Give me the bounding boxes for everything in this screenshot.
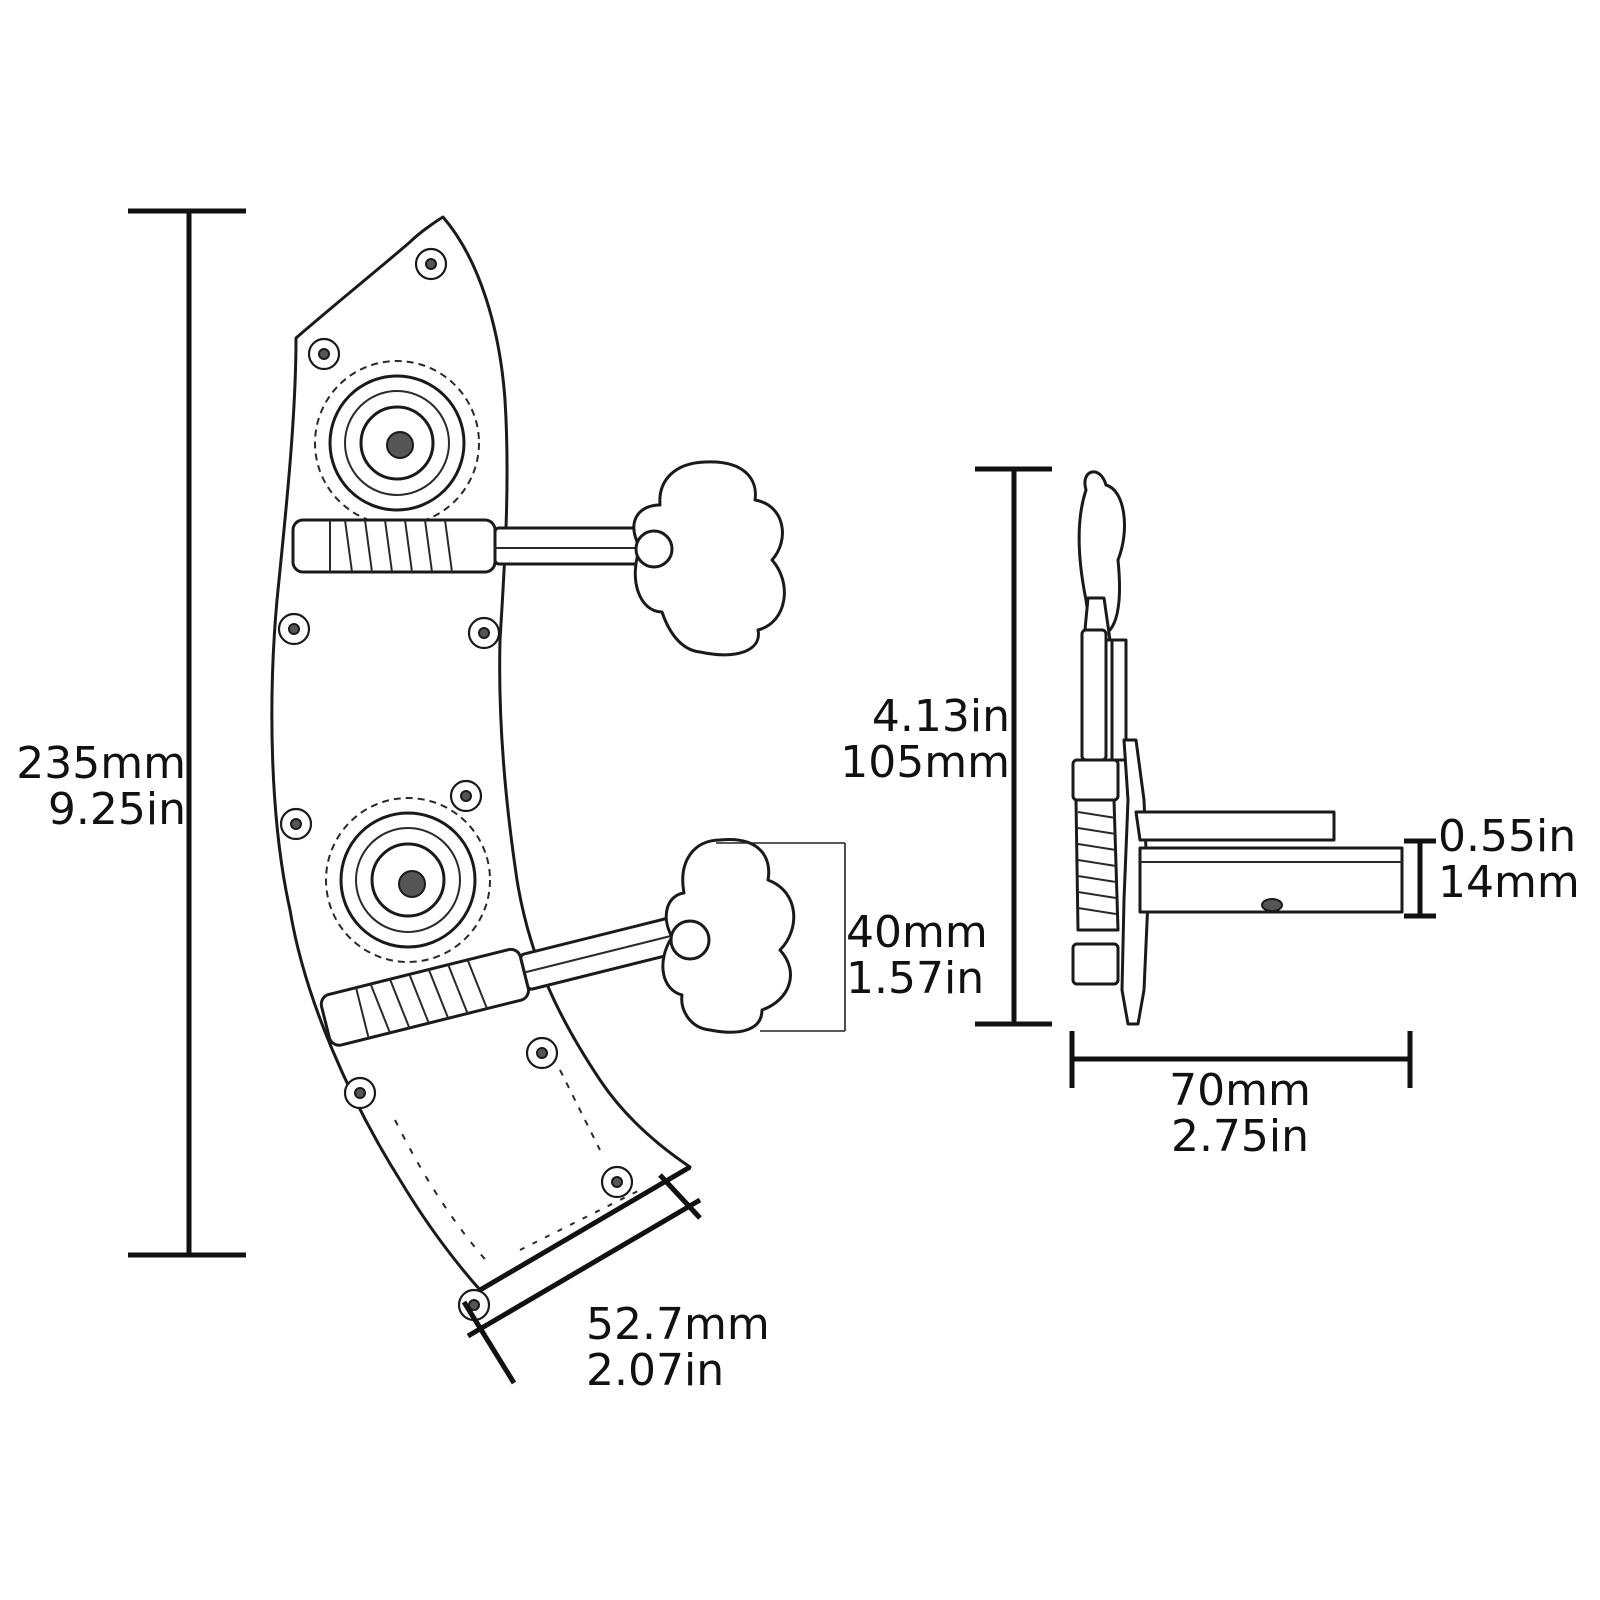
screw-icon	[414, 247, 448, 281]
side-height-label: 4.13in 105mm	[820, 694, 1010, 786]
post-width-label: 0.55in 14mm	[1438, 814, 1580, 906]
side-depth-label: 70mm 2.75in	[1140, 1068, 1340, 1160]
tuner-side-view	[975, 466, 1436, 1088]
height-total-mm: 235mm	[16, 738, 186, 789]
screw-icon	[525, 1036, 559, 1070]
post-width-mm: 14mm	[1438, 857, 1580, 908]
screw-icon	[467, 616, 501, 650]
height-dimension-lines	[128, 208, 246, 1258]
screw-icon	[277, 612, 311, 646]
bottom-width-dimension-lines	[461, 1164, 702, 1385]
screw-icon	[449, 779, 483, 813]
curved-plate	[270, 215, 692, 1292]
side-depth-in: 2.75in	[1170, 1111, 1310, 1162]
key-height-mm: 40mm	[846, 907, 988, 958]
screw-icon	[279, 807, 313, 841]
side-height-mm: 105mm	[840, 737, 1010, 788]
side-depth-mm: 70mm	[1169, 1065, 1311, 1116]
screw-icon	[600, 1165, 634, 1199]
side-post-upper	[1134, 810, 1336, 842]
height-total-label: 235mm 9.25in	[10, 741, 186, 833]
lower-worm-shaft	[319, 916, 680, 1047]
lower-tuning-key	[661, 838, 796, 1034]
bottom-width-label: 52.7mm 2.07in	[586, 1302, 770, 1394]
upper-worm-shaft	[291, 518, 647, 574]
bottom-width-in: 2.07in	[586, 1345, 725, 1396]
upper-gear	[314, 360, 480, 526]
side-height-in: 4.13in	[871, 691, 1010, 742]
post-width-in: 0.55in	[1438, 811, 1577, 862]
screw-icon	[307, 337, 341, 371]
height-total-in: 9.25in	[47, 784, 186, 835]
upper-tuning-key	[632, 460, 786, 657]
key-height-dimension-lines	[716, 842, 846, 1032]
bottom-width-mm: 52.7mm	[586, 1299, 770, 1350]
side-key	[1077, 470, 1126, 636]
lower-gear	[325, 797, 491, 963]
key-height-in: 1.57in	[846, 953, 985, 1004]
screw-icon	[343, 1076, 377, 1110]
tuner-plate-front-view	[270, 215, 846, 1385]
side-post-lower	[1138, 846, 1404, 914]
key-height-label: 40mm 1.57in	[846, 910, 988, 1002]
